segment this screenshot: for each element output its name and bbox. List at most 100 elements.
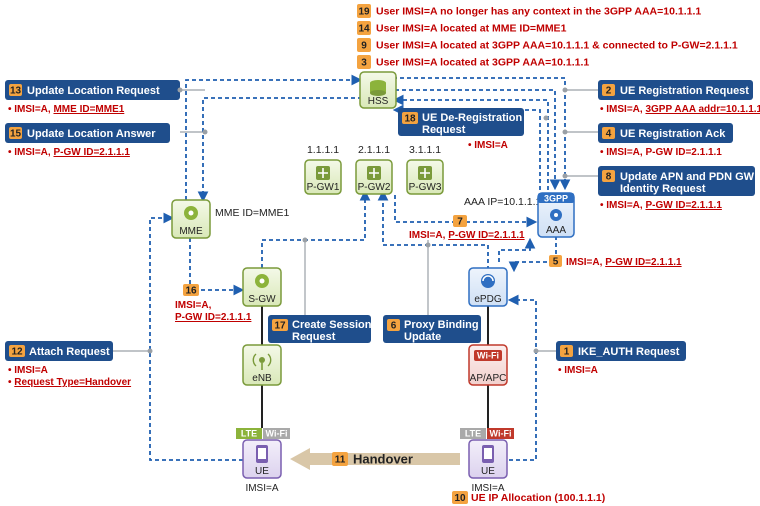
svg-text:10: 10 <box>454 493 466 504</box>
top-note-14: User IMSI=A located at MME ID=MME1 <box>376 23 567 35</box>
svg-text:• IMSI=A, 3GPP AAA addr=10.1.1: • IMSI=A, 3GPP AAA addr=10.1.1.1 <box>600 104 760 115</box>
aaa-tag-bg <box>538 193 574 203</box>
svg-text:IMSI=A, P-GW ID=2.1.1.1: IMSI=A, P-GW ID=2.1.1.1 <box>409 230 525 241</box>
pgw2-label: P-GW2 <box>358 182 391 193</box>
badge-9 <box>357 38 371 52</box>
pgw3-label: P-GW3 <box>409 182 442 193</box>
ap-label: AP/APC <box>470 373 507 384</box>
handover-arrow: 11 Handover <box>290 448 460 470</box>
message-1[interactable]: 1 IKE_AUTH Request <box>556 341 686 361</box>
message-4[interactable]: 4 UE Registration Ack <box>598 123 733 143</box>
top-notes: 19 User IMSI=A no longer has any context… <box>357 4 738 69</box>
pgw3-node[interactable]: 3.1.1.1 P-GW3 <box>406 144 444 195</box>
pgw2-ip: 2.1.1.1 <box>358 144 390 156</box>
message-15-label: Update Location Answer <box>27 128 156 140</box>
top-note-19: User IMSI=A no longer has any context in… <box>376 6 701 18</box>
svg-text:14: 14 <box>358 24 370 35</box>
svg-text:5: 5 <box>553 257 559 268</box>
wifi-tag-left: Wi-Fi <box>266 429 288 439</box>
hss-label: HSS <box>368 96 389 107</box>
svg-text:• IMSI=A: • IMSI=A <box>468 140 508 151</box>
aaa-tag: 3GPP <box>544 194 568 204</box>
aaa-ip: AAA IP=10.1.1.1 <box>464 196 542 208</box>
ip-allocation: 10 UE IP Allocation (100.1.1.1) <box>452 491 605 504</box>
handover-label: Handover <box>353 452 413 467</box>
message-6[interactable]: 6 Proxy Binding Update <box>383 315 481 343</box>
svg-text:6: 6 <box>391 321 397 332</box>
message-12-label: Attach Request <box>29 346 110 358</box>
message-4-label: UE Registration Ack <box>620 128 726 140</box>
phone-icon <box>256 445 268 463</box>
ue-right-label: UE <box>481 466 495 477</box>
ue-left-label: UE <box>255 466 269 477</box>
svg-text:• IMSI=A, P-GW ID=2.1.1.1: • IMSI=A, P-GW ID=2.1.1.1 <box>600 147 722 158</box>
lte-tag-right: LTE <box>465 429 481 439</box>
gear-icon <box>550 209 562 221</box>
ue-right-node[interactable]: LTE Wi-Fi UE IMSI=A <box>460 428 514 494</box>
wifi-tag-bg <box>474 350 502 361</box>
ue-left-node[interactable]: LTE Wi-Fi UE IMSI=A <box>236 428 290 494</box>
signal-arrows <box>149 74 571 461</box>
message-2-label: UE Registration Request <box>620 85 749 97</box>
svg-text:13: 13 <box>10 86 22 97</box>
router-icon <box>418 166 432 180</box>
message-17-label-2: Request <box>292 331 336 343</box>
message-12[interactable]: 12 Attach Request <box>5 341 113 361</box>
note-12: • IMSI=A • Request Type=Handover <box>8 365 131 388</box>
svg-text:9: 9 <box>361 41 367 52</box>
note-15: • IMSI=A, P-GW ID=2.1.1.1 <box>8 147 130 158</box>
svg-text:15: 15 <box>10 129 22 140</box>
database-icon <box>370 80 386 96</box>
mme-node[interactable]: MME MME ID=MME1 <box>171 199 290 239</box>
mme-id: MME ID=MME1 <box>215 207 290 219</box>
svg-text:• IMSI=A, P-GW ID=2.1.1.1: • IMSI=A, P-GW ID=2.1.1.1 <box>600 200 722 211</box>
svg-text:16: 16 <box>185 286 197 297</box>
svg-text:11: 11 <box>335 455 346 466</box>
message-1-label: IKE_AUTH Request <box>578 346 680 358</box>
sgw-label: S-GW <box>248 294 276 305</box>
top-note-3: User IMSI=A located at 3GPP AAA=10.1.1.1 <box>376 57 589 69</box>
hss-node[interactable]: HSS <box>359 71 397 109</box>
sgw-node[interactable]: S-GW <box>242 267 282 307</box>
badge-3 <box>357 55 371 69</box>
message-8[interactable]: 8 Update APN and PDN GW Identity Request <box>598 166 755 196</box>
note-4: • IMSI=A, P-GW ID=2.1.1.1 <box>600 147 722 158</box>
message-18[interactable]: 18 UE De-Registration Request <box>398 108 524 136</box>
message-6-label-2: Update <box>404 331 441 343</box>
pgw3-ip: 3.1.1.1 <box>409 144 441 156</box>
aaa-node[interactable]: AAA IP=10.1.1.1 3GPP AAA <box>464 192 575 238</box>
badge-19 <box>357 4 371 18</box>
phone-icon <box>482 445 494 463</box>
epdg-node[interactable]: ePDG <box>468 267 508 307</box>
message-13[interactable]: 13 Update Location Request <box>5 80 180 100</box>
svg-text:7: 7 <box>457 217 463 228</box>
message-8-label-2: Identity Request <box>620 183 706 195</box>
enb-node[interactable]: eNB <box>242 344 282 386</box>
router-icon <box>316 166 330 180</box>
svg-text:4: 4 <box>606 129 612 140</box>
enb-label: eNB <box>252 373 272 384</box>
physical-links <box>261 305 489 428</box>
ip-allocation-label: UE IP Allocation (100.1.1.1) <box>471 492 605 504</box>
note-16: 16 IMSI=A, P-GW ID=2.1.1.1 <box>175 284 252 323</box>
antenna-icon <box>252 353 272 370</box>
badge-11 <box>332 452 348 466</box>
pgw1-node[interactable]: 1.1.1.1 P-GW1 <box>304 144 342 195</box>
message-18-label-1: UE De-Registration <box>422 112 523 124</box>
message-6-label-1: Proxy Binding <box>404 319 479 331</box>
message-15[interactable]: 15 Update Location Answer <box>5 123 170 143</box>
note-1: • IMSI=A <box>558 365 598 376</box>
pgw2-node[interactable]: 2.1.1.1 P-GW2 <box>355 144 393 195</box>
message-8-label-1: Update APN and PDN GW <box>620 171 755 183</box>
lte-tag-left: LTE <box>241 429 257 439</box>
ue-left-imsi: IMSI=A <box>245 483 278 494</box>
ap-node[interactable]: Wi-Fi AP/APC <box>468 344 508 386</box>
message-2[interactable]: 2 UE Registration Request <box>598 80 753 100</box>
svg-text:P-GW ID=2.1.1.1: P-GW ID=2.1.1.1 <box>175 312 252 323</box>
note-5: 5 IMSI=A, P-GW ID=2.1.1.1 <box>549 255 682 268</box>
message-17[interactable]: 17 Create Session Request <box>268 315 372 343</box>
svg-text:IMSI=A,: IMSI=A, <box>175 300 212 311</box>
svg-text:• IMSI=A: • IMSI=A <box>8 365 48 376</box>
svg-text:• IMSI=A: • IMSI=A <box>558 365 598 376</box>
